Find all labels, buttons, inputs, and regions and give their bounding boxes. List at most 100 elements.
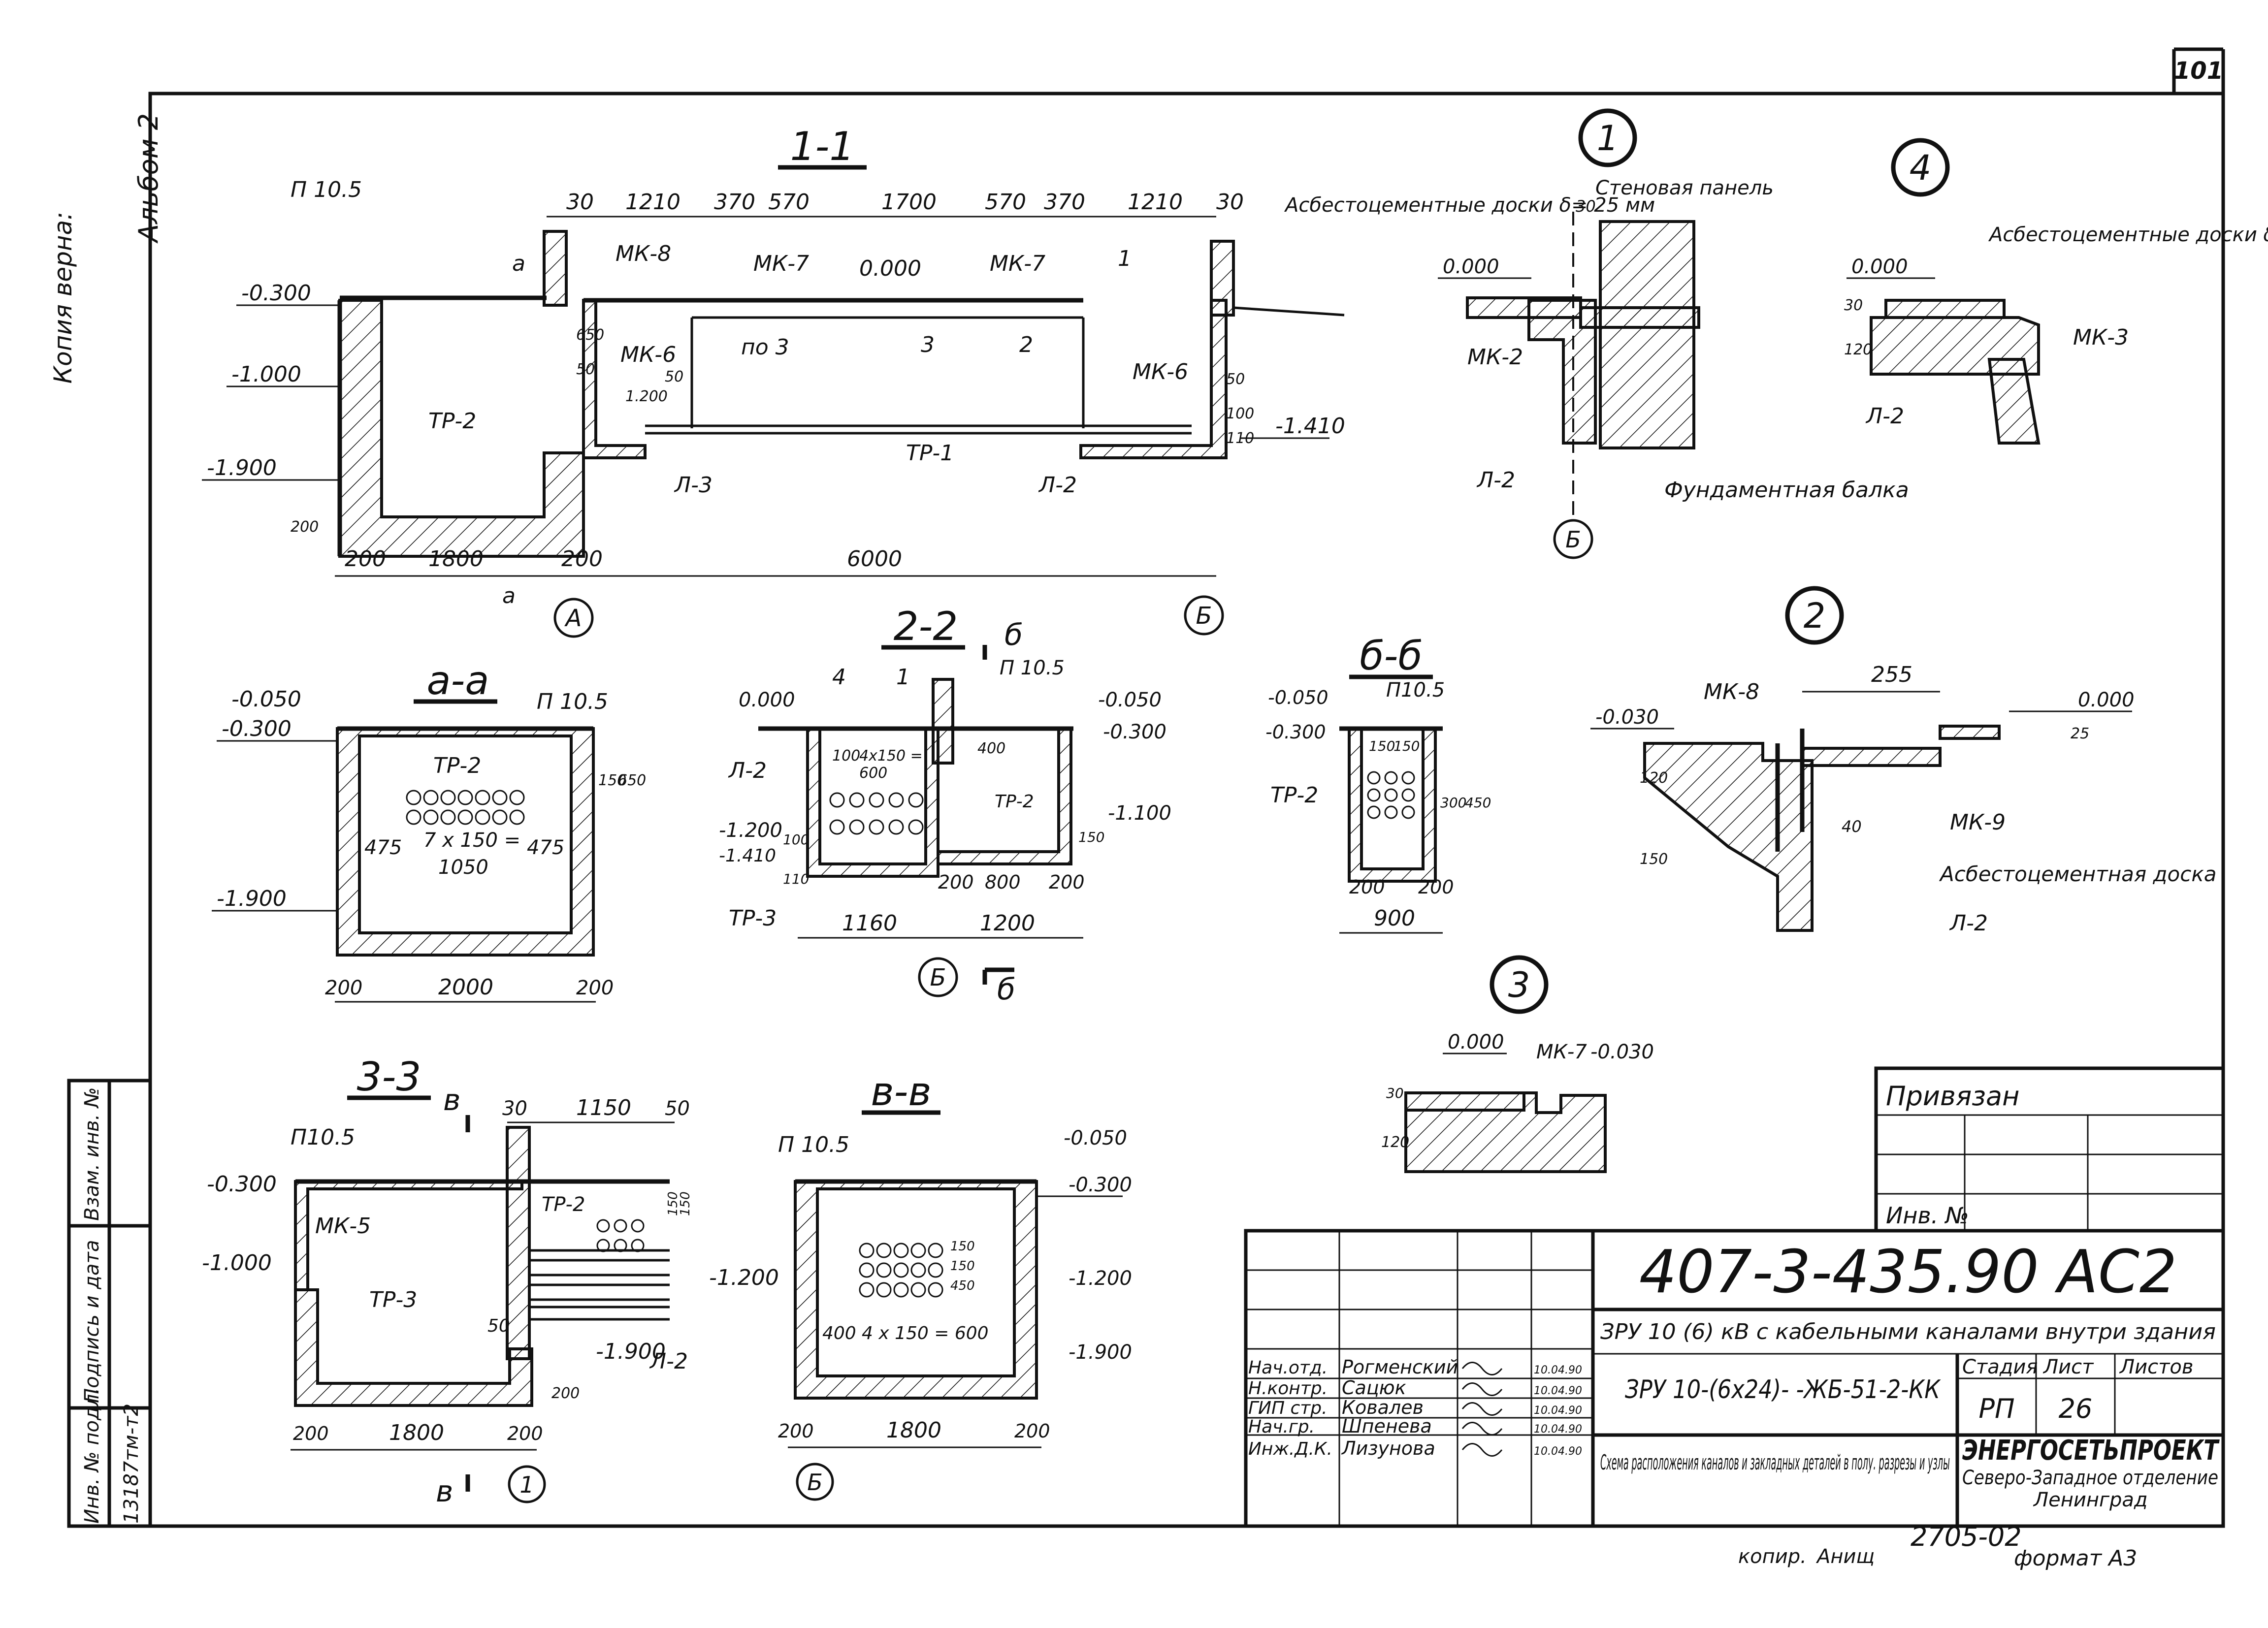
node-4: 4 Асбестоцементные доски δ= 25 мм МК-3 Л… <box>1844 138 2268 445</box>
copy-note: Копия верна: <box>49 212 77 383</box>
s22-level-5: -1.410 <box>719 846 776 866</box>
s22-label-2: П 10.5 <box>1000 657 1065 679</box>
node-1-circle <box>1578 108 1637 167</box>
n2-label-3: Л-2 <box>1949 911 1988 936</box>
label-6: ТР-2 <box>428 409 476 434</box>
n3-dim-0: 30 <box>1386 1085 1404 1101</box>
section-a-a-title: а-а <box>427 658 489 703</box>
label-4: МК-6 <box>620 342 676 367</box>
tb-sheets-hdr: Листов <box>2119 1356 2193 1378</box>
aa-dim-6: 200 <box>325 977 362 999</box>
n4-dim-1: 120 <box>1844 341 1872 358</box>
s22-dim-11: 150 <box>1078 829 1104 845</box>
bb-dim-6: 900 <box>1374 906 1415 931</box>
n2-dim-3: 150 <box>1640 851 1668 868</box>
label-0: П 10.5 <box>291 177 362 202</box>
s22-level-0: 0.000 <box>739 689 795 711</box>
level-1: -1.000 <box>231 362 301 387</box>
staff-name-0: Рогменский <box>1342 1356 1458 1378</box>
side-stamp: Инв. № подл. Подпись и дата Взам. инв. №… <box>67 1079 152 1528</box>
aa-dim-0: 475 <box>364 836 402 859</box>
node-2-number: 2 <box>1804 596 1826 636</box>
dim-top-1: 1210 <box>625 190 680 215</box>
tb-org-city: Ленинград <box>2033 1489 2148 1511</box>
s22-label-5: ТР-3 <box>729 906 777 931</box>
small-dim-5: 100 <box>1226 405 1254 422</box>
tb-sheet: 26 <box>2059 1393 2093 1424</box>
small-dim-3: 50 <box>665 368 683 385</box>
s33-dim-7: 200 <box>507 1423 543 1444</box>
staff-name-4: Лизунова <box>1341 1437 1435 1459</box>
vv-cable-grid <box>859 1243 943 1298</box>
dim-top-2: 370 <box>714 190 755 215</box>
aa-label-0: П 10.5 <box>537 689 608 714</box>
staff-date-4: 10.04.90 <box>1534 1445 1582 1458</box>
n2-level-0: -0.030 <box>1595 706 1659 729</box>
section-2-2-cut: б <box>1004 618 1023 652</box>
s33-cable-grid <box>596 1219 645 1252</box>
staff-role-4: Инж.Д.К. <box>1248 1439 1332 1459</box>
section-1-1: 1-1 30 1210 370 570 1700 570 370 1210 30… <box>202 124 1345 638</box>
s33-level-3: -1.900 <box>596 1339 666 1364</box>
vv-dim-1: 4 х 150 = 600 <box>862 1323 989 1343</box>
small-dim-7: 200 <box>291 518 319 536</box>
staff-name-3: Шпенева <box>1342 1415 1432 1437</box>
vv-axis: Б <box>807 1469 823 1496</box>
s33-dim-1: 1150 <box>576 1095 631 1120</box>
n1-level-0: 0.000 <box>1443 255 1499 278</box>
title-block: Привязан Инв. № 407-3-435.90 АС2 ЗРУ 10 … <box>1244 1066 2225 1528</box>
s33-dim-2: 50 <box>665 1097 690 1120</box>
node-3: 3 0.000 -0.030 МК-7 30 120 <box>1381 955 1654 1173</box>
n4-level-0: 0.000 <box>1851 255 1908 278</box>
dim-bottom-1: 1800 <box>428 546 484 572</box>
dim-top-6: 370 <box>1044 190 1085 215</box>
axis-b: Б <box>1196 602 1212 630</box>
label-14: а <box>512 251 525 276</box>
n3-label-0: МК-7 <box>1536 1041 1587 1063</box>
s33-dim-9: 150 <box>678 1191 693 1216</box>
s33-label-0: П10.5 <box>291 1125 355 1150</box>
axis-a: А <box>564 605 582 632</box>
s33-label-4: Л-2 <box>649 1349 688 1374</box>
aa-dim-4: 150 <box>598 772 626 789</box>
label-5: МК-6 <box>1133 359 1188 384</box>
n3-dim-1: 120 <box>1381 1134 1409 1151</box>
staff-role-3: Нач.гр. <box>1248 1417 1315 1437</box>
n2-dim-0: 255 <box>1871 662 1912 687</box>
s22-axis: Б <box>930 964 946 991</box>
aa-level-2: -1.900 <box>217 886 287 911</box>
section-3-3-title: 3-3 <box>357 1054 421 1100</box>
label-12: 2 <box>1019 332 1033 357</box>
level-0: -0.300 <box>241 281 311 306</box>
axis-b-circle <box>1184 595 1224 636</box>
tb-sheet-hdr: Лист <box>2042 1356 2094 1378</box>
drawing-frame <box>148 92 2225 1528</box>
n1-axis: Б <box>1565 526 1581 553</box>
n2-dim-4: 40 <box>1842 817 1862 836</box>
vv-dim-0: 400 <box>822 1323 856 1343</box>
s22-label-4: ТР-2 <box>995 792 1034 812</box>
stamp-inv-number: 13187тм-т2 <box>120 1404 143 1524</box>
node-3-circle <box>1490 955 1549 1014</box>
aa-dim-1: 7 х 150 = <box>423 829 520 852</box>
dim-top-8: 30 <box>1216 190 1244 215</box>
n2-label-1: МК-9 <box>1950 810 2006 835</box>
section-1-1-title: 1-1 <box>790 124 855 169</box>
n1-label-2: МК-2 <box>1467 345 1523 370</box>
aa-label-1: ТР-2 <box>433 753 481 778</box>
node-4-circle <box>1891 138 1950 197</box>
bb-dim-2: 300 <box>1440 795 1466 811</box>
small-dim-6: 110 <box>1226 430 1254 447</box>
s33-level-1: -1.000 <box>202 1250 272 1276</box>
s22-dim-7: 1160 <box>842 911 897 936</box>
stamp-vzam-inv: Взам. инв. № <box>81 1087 103 1221</box>
s22-dim-2: 600 <box>859 765 887 782</box>
aa-dim-5: 650 <box>618 772 646 789</box>
s22-dim-10: 110 <box>783 871 809 887</box>
bb-dim-0: 150 <box>1369 738 1395 754</box>
node-4-number: 4 <box>1910 148 1932 188</box>
n2-label-2: Асбестоцементная доска <box>1939 862 2216 886</box>
s22-axis-circle <box>918 957 958 997</box>
section-v-v: в-в -0.050 -0.300 -1.200 -1.900 П 10.5 4… <box>778 1069 1132 1501</box>
